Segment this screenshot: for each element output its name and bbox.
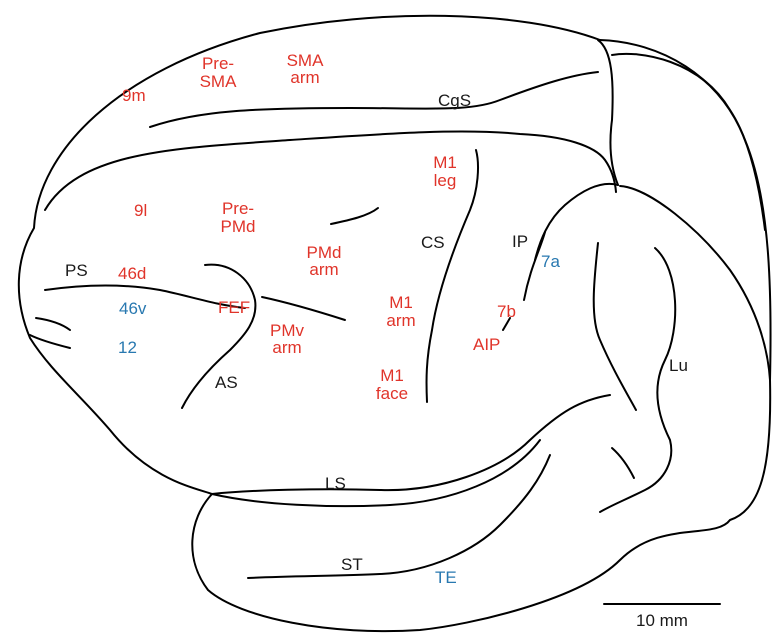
upper-seam bbox=[597, 39, 619, 186]
area-9l: 9l bbox=[134, 201, 147, 220]
area-m1arm-line1: M1 bbox=[389, 293, 413, 312]
label-ps: PS bbox=[65, 261, 88, 280]
frontal-pole-fold-2 bbox=[35, 317, 71, 331]
area-prepmd-line2: PMd bbox=[221, 217, 256, 236]
area-prepmd-line1: Pre- bbox=[222, 199, 254, 218]
posterior-inner-curve bbox=[534, 182, 619, 261]
label-st: ST bbox=[341, 555, 363, 574]
area-presma-line1: Pre- bbox=[202, 54, 234, 73]
label-cs: CS bbox=[421, 233, 445, 252]
ip-lower bbox=[502, 317, 511, 331]
parietal-convexity bbox=[619, 185, 771, 381]
area-aip: AIP bbox=[473, 335, 500, 354]
area-pmvarm-line2: arm bbox=[272, 338, 301, 357]
lunate-loop bbox=[599, 247, 677, 513]
arcuate-sulcus-spur bbox=[261, 296, 346, 321]
area-7b: 7b bbox=[497, 302, 516, 321]
temporal-lobe-boundary bbox=[211, 439, 541, 508]
lateral-sulcus bbox=[211, 394, 611, 495]
label-lu: Lu bbox=[669, 356, 688, 375]
area-pmdarm-line1: PMd bbox=[307, 243, 342, 262]
area-46d: 46d bbox=[118, 264, 146, 283]
area-fef: FEF bbox=[218, 298, 250, 317]
occipital-pole-seam bbox=[611, 52, 766, 231]
central-sulcus bbox=[425, 149, 479, 403]
area-m1leg-line1: M1 bbox=[433, 153, 457, 172]
occipital-fold-1 bbox=[611, 447, 635, 479]
arcuate-sulcus-upper bbox=[181, 263, 257, 409]
area-9m: 9m bbox=[122, 86, 146, 105]
label-ls: LS bbox=[325, 474, 346, 493]
area-pmvarm-line1: PMv bbox=[270, 321, 305, 340]
principal-sulcus bbox=[44, 284, 246, 309]
area-m1face-line2: face bbox=[376, 384, 408, 403]
area-pmdarm-line2: arm bbox=[309, 260, 338, 279]
area-12: 12 bbox=[118, 338, 137, 357]
area-sma-line1: SMA bbox=[287, 51, 325, 70]
label-ip: IP bbox=[512, 232, 528, 251]
cingulate-sulcus bbox=[149, 71, 599, 128]
area-te: TE bbox=[435, 568, 457, 587]
frontal-pole-fold bbox=[29, 334, 71, 349]
area-m1face-line1: M1 bbox=[380, 366, 404, 385]
label-as: AS bbox=[215, 373, 238, 392]
superior-temporal-sulcus bbox=[247, 454, 551, 579]
area-m1leg-line2: leg bbox=[434, 171, 457, 190]
area-sma-line2: arm bbox=[290, 68, 319, 87]
medial-boundary bbox=[44, 130, 617, 211]
intraparietal-sulcus bbox=[523, 231, 546, 301]
label-cgs: CgS bbox=[438, 91, 471, 110]
area-7a: 7a bbox=[541, 252, 560, 271]
pmd-dimple bbox=[330, 207, 379, 225]
area-46v: 46v bbox=[119, 299, 147, 318]
lunate-sulcus bbox=[592, 242, 637, 411]
area-m1arm-line2: arm bbox=[386, 311, 415, 330]
area-presma-line2: SMA bbox=[200, 72, 238, 91]
scale-bar-label: 10 mm bbox=[636, 611, 688, 630]
brain-outline bbox=[17, 14, 772, 633]
